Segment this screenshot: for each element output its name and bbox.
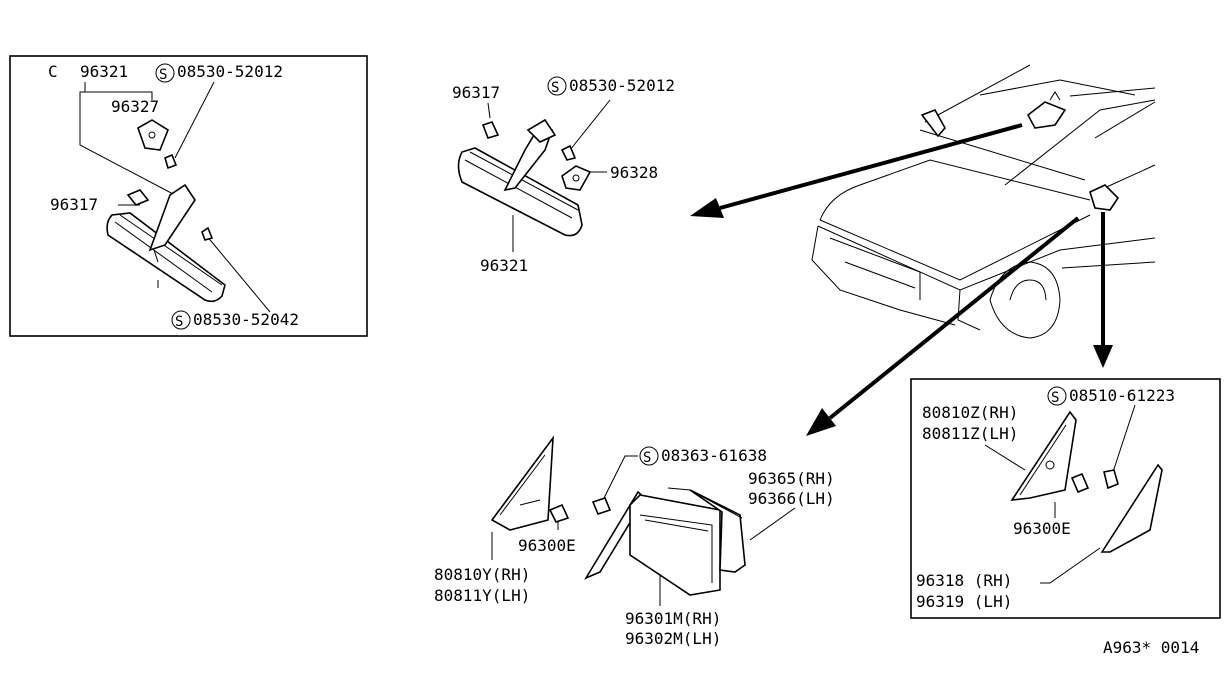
corner-finisher-drawing: [1010, 410, 1163, 553]
svg-text:S: S: [175, 314, 183, 330]
circled-s-icon: S: [547, 76, 567, 96]
label-door-mirror-lh: 96302M(LH): [625, 629, 721, 648]
label-screw-top: 08530-52012: [177, 62, 283, 81]
label-screw-bottom: 08530-52042: [193, 310, 299, 329]
inset-box-interior-mirror: [9, 55, 368, 337]
leader-corner-finisher: [1040, 547, 1101, 584]
center-mirror-drawing: [457, 118, 592, 237]
door-mirror-drawing: [490, 435, 746, 596]
label-corner-grommet: 96300E: [1013, 519, 1071, 538]
label-corner-finisher-rh: 96318 (RH): [916, 571, 1012, 590]
leader-screw-top: [174, 81, 215, 159]
label-door-grommet: 96300E: [518, 536, 576, 555]
circled-s-icon: S: [639, 446, 659, 466]
label-prefix-c: C: [48, 62, 58, 81]
leader-door-glass: [749, 507, 796, 541]
diagram-code: A963* 0014: [1103, 638, 1199, 657]
label-door-bracket-lh: 80811Y(LH): [434, 586, 530, 605]
label-corner-finisher-lh: 96319 (LH): [916, 592, 1012, 611]
leader-center-cover: [487, 102, 491, 119]
circled-s-icon: S: [171, 310, 191, 330]
leader-center-screw: [569, 99, 611, 151]
leader-assembly: [79, 82, 176, 196]
svg-text:S: S: [1051, 390, 1059, 406]
circled-s-icon: S: [1047, 386, 1067, 406]
leader-door-screw: [602, 455, 638, 501]
label-center-mirror: 96321: [480, 256, 528, 275]
label-center-clip: 96328: [610, 163, 658, 182]
label-corner-screw: 08510-61223: [1069, 386, 1175, 405]
leader-corner-bracket: [984, 444, 1026, 471]
label-door-glass-rh: 96365(RH): [748, 469, 835, 488]
label-corner-bracket-rh: 80810Z(RH): [922, 403, 1018, 422]
car-drawing: [811, 64, 1156, 339]
label-cover: 96317: [50, 195, 98, 214]
svg-text:S: S: [643, 450, 651, 466]
interior-mirror-drawing: [106, 119, 226, 303]
inset-box-corner-finisher: [910, 378, 1221, 619]
svg-text:S: S: [551, 80, 559, 96]
label-door-bracket-rh: 80810Y(RH): [434, 565, 530, 584]
arrow-to-corner-inset: [1093, 212, 1113, 368]
label-center-screw: 08530-52012: [569, 76, 675, 95]
svg-text:S: S: [159, 67, 167, 83]
label-center-cover: 96317: [452, 83, 500, 102]
label-door-mirror-rh: 96301M(RH): [625, 609, 721, 628]
label-door-screw: 08363-61638: [661, 446, 767, 465]
label-bracket: 96327: [111, 97, 159, 116]
label-assembly: 96321: [80, 62, 128, 81]
leader-screw-bottom: [205, 234, 271, 313]
circled-s-icon: S: [155, 63, 175, 83]
label-corner-bracket-lh: 80811Z(LH): [922, 424, 1018, 443]
arrow-to-interior-mirror: [690, 123, 1023, 218]
label-door-glass-lh: 96366(LH): [748, 489, 835, 508]
arrow-to-door-mirror: [806, 216, 1080, 436]
leader-corner-screw: [1111, 404, 1136, 476]
